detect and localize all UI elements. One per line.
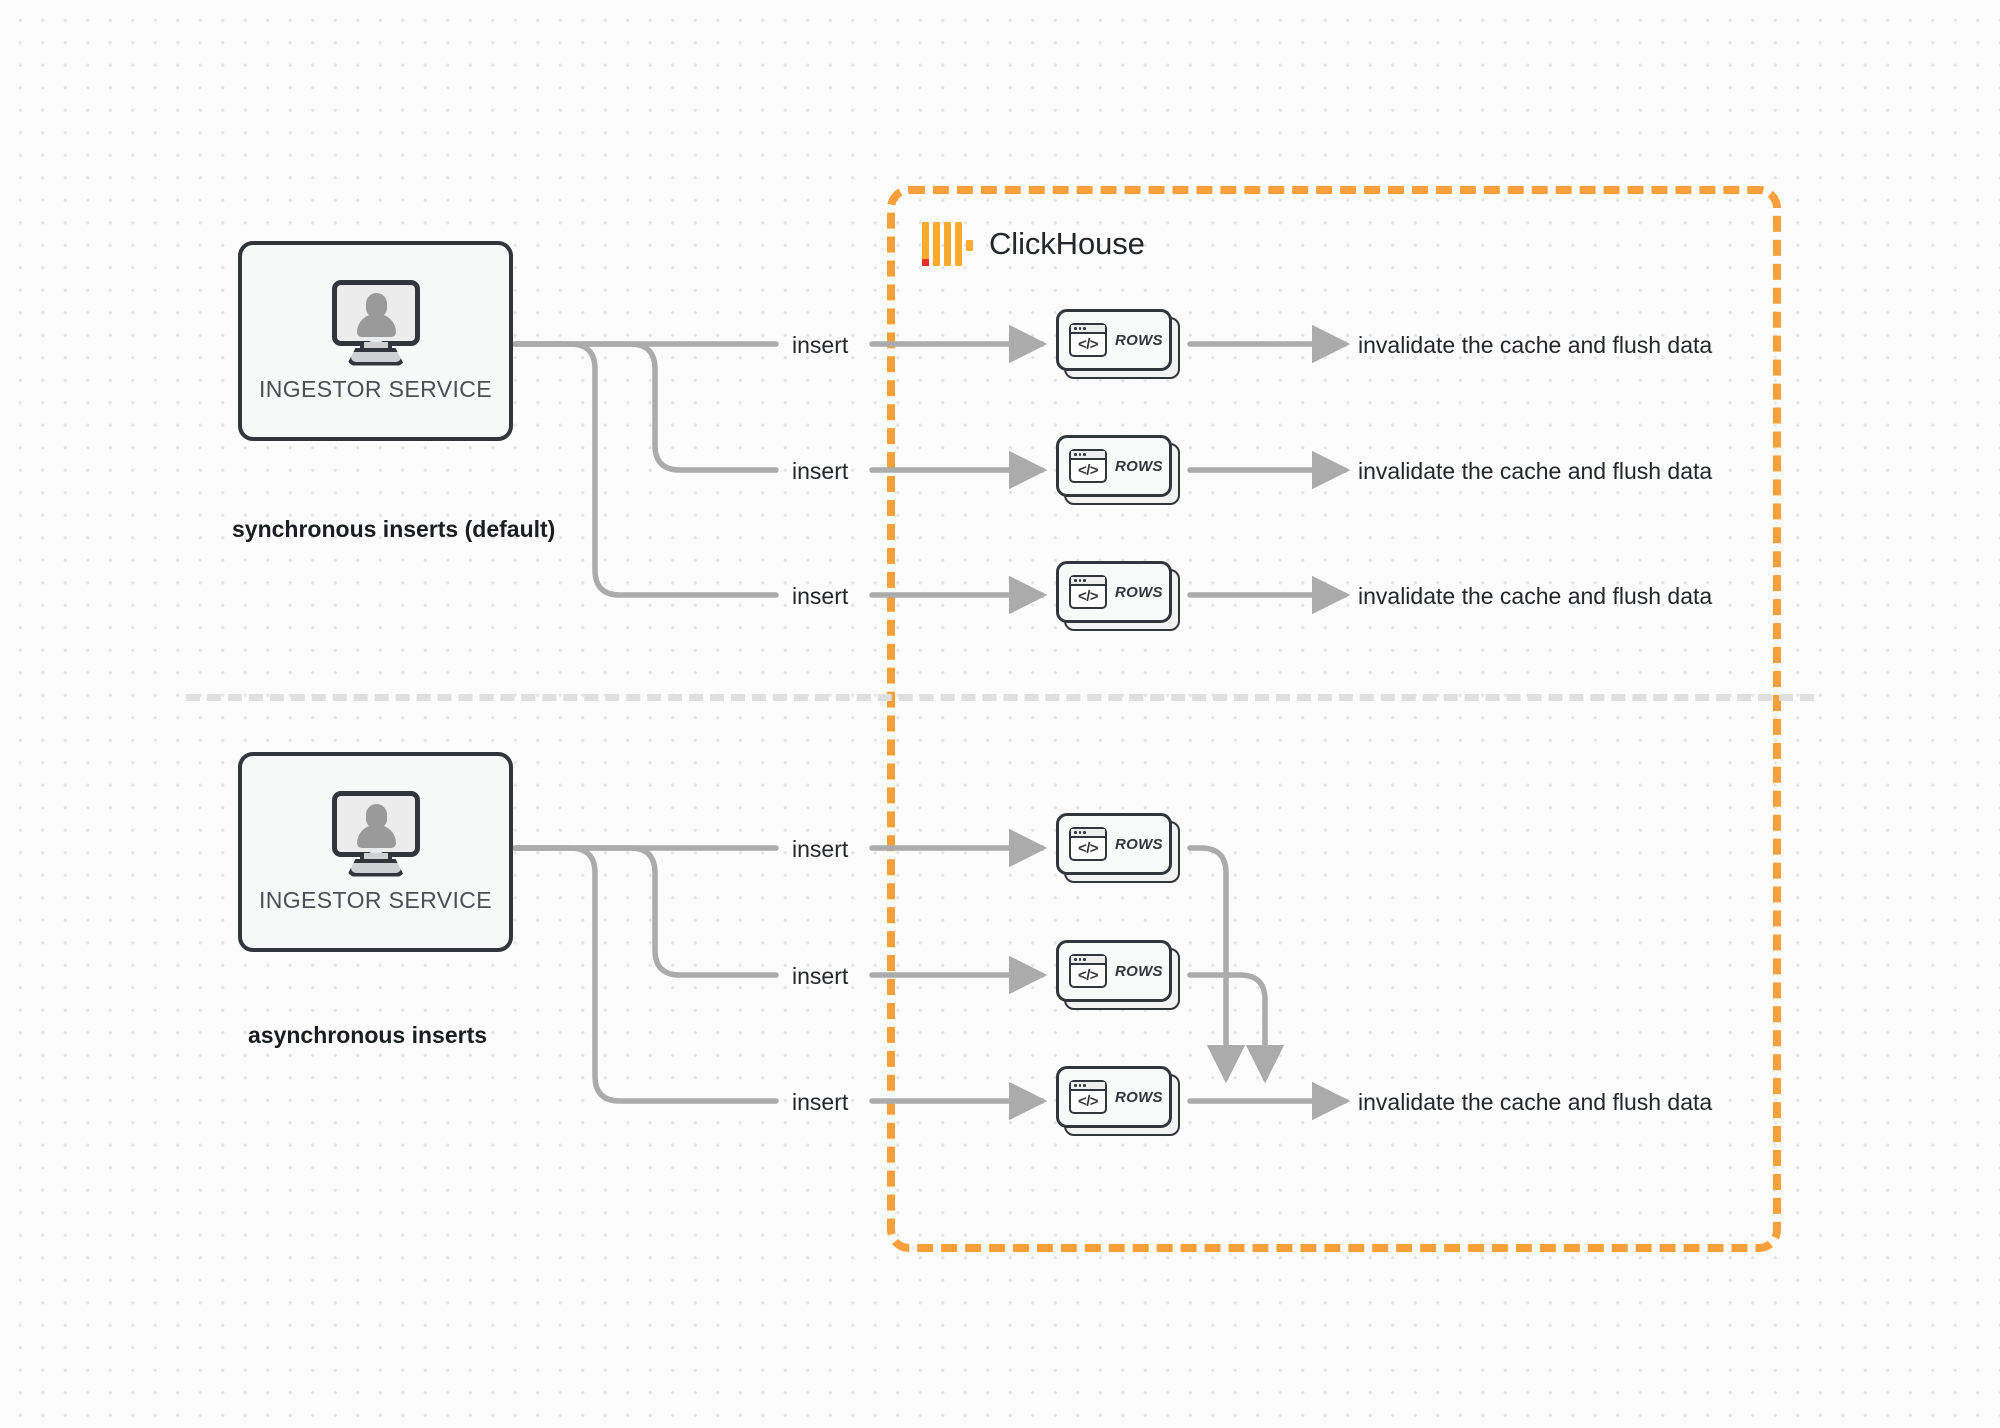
clickhouse-boundary <box>887 186 1781 1252</box>
connector-sync-branch-3 <box>512 341 779 598</box>
ingestor-service-label-sync: INGESTOR SERVICE <box>258 375 493 402</box>
rows-card-async-3[interactable]: </> ROWS <box>1056 1066 1180 1136</box>
code-window-icon: </> <box>1069 954 1107 988</box>
flush-label-sync-1: invalidate the cache and flush data <box>1358 332 1713 358</box>
section-divider <box>186 694 1814 701</box>
rows-label-async-1: ROWS <box>1115 835 1163 853</box>
insert-label-sync-1: insert <box>792 332 849 358</box>
connector-async-branch-2 <box>512 845 779 978</box>
insert-label-sync-2: insert <box>792 458 849 484</box>
insert-label-async-1: insert <box>792 836 849 862</box>
insert-label-sync-3: insert <box>792 583 849 609</box>
rows-label-sync-2: ROWS <box>1115 457 1163 475</box>
clickhouse-brand: ClickHouse <box>922 222 1145 266</box>
monitor-user-icon <box>328 279 424 366</box>
flush-label-sync-3: invalidate the cache and flush data <box>1358 583 1713 609</box>
ingestor-service-sync[interactable]: INGESTOR SERVICE <box>238 241 513 441</box>
rows-card-sync-3[interactable]: </> ROWS <box>1056 561 1180 631</box>
flush-label-sync-2: invalidate the cache and flush data <box>1358 458 1713 484</box>
code-window-icon: </> <box>1069 1080 1107 1114</box>
rows-label-sync-1: ROWS <box>1115 331 1163 349</box>
connector-sync-branch-2 <box>512 341 779 473</box>
code-window-icon: </> <box>1069 449 1107 483</box>
ingestor-service-label-async: INGESTOR SERVICE <box>258 886 493 913</box>
rows-label-sync-3: ROWS <box>1115 583 1163 601</box>
rows-card-sync-2[interactable]: </> ROWS <box>1056 435 1180 505</box>
rows-card-async-1[interactable]: </> ROWS <box>1056 813 1180 883</box>
code-window-icon: </> <box>1069 575 1107 609</box>
connector-async-branch-3 <box>512 845 779 1104</box>
section-label-asynchronous: asynchronous inserts <box>248 1022 488 1048</box>
rows-label-async-3: ROWS <box>1115 1088 1163 1106</box>
clickhouse-wordmark: ClickHouse <box>989 226 1145 261</box>
rows-label-async-2: ROWS <box>1115 962 1163 980</box>
rows-card-sync-1[interactable]: </> ROWS <box>1056 309 1180 379</box>
section-label-synchronous: synchronous inserts (default) <box>232 516 556 542</box>
monitor-user-icon <box>328 790 424 877</box>
rows-card-async-2[interactable]: </> ROWS <box>1056 940 1180 1010</box>
code-window-icon: </> <box>1069 323 1107 357</box>
ingestor-service-async[interactable]: INGESTOR SERVICE <box>238 752 513 952</box>
insert-label-async-3: insert <box>792 1089 849 1115</box>
code-window-icon: </> <box>1069 827 1107 861</box>
flush-label-async-merged: invalidate the cache and flush data <box>1358 1089 1713 1115</box>
insert-label-async-2: insert <box>792 963 849 989</box>
clickhouse-logo-icon <box>922 222 973 266</box>
